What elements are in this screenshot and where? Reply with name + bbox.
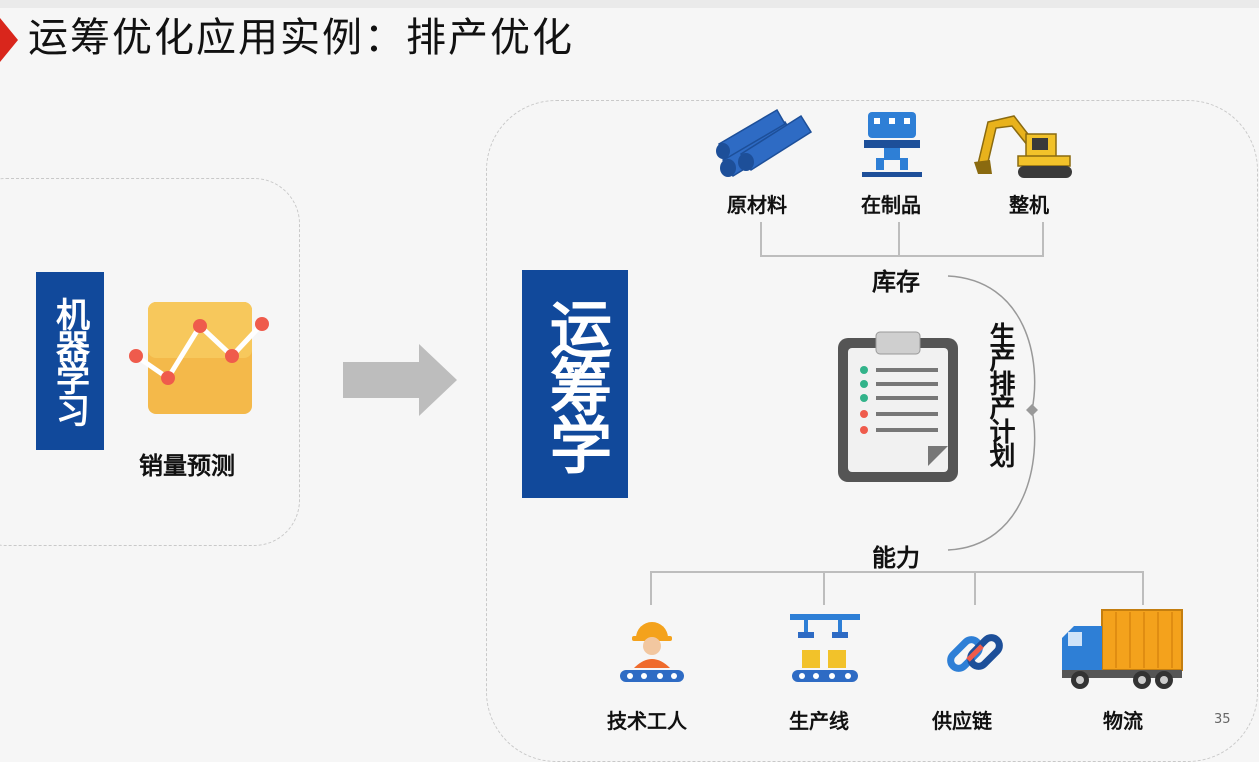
- raw-material-label: 原材料: [727, 193, 787, 217]
- connector-line: [1142, 571, 1144, 605]
- capacity-label: 能力: [872, 544, 920, 572]
- production-plan-label: 生产排产计划: [985, 322, 1015, 466]
- right-arrow-icon: [343, 344, 457, 416]
- curved-connector: [947, 275, 1038, 551]
- connector-line: [760, 222, 762, 256]
- title-marker: [0, 18, 18, 62]
- page-number: 35: [1214, 712, 1231, 727]
- inventory-label: 库存: [872, 268, 920, 296]
- connector-line: [650, 571, 652, 605]
- connector-line: [823, 571, 825, 605]
- ml-panel: [0, 178, 300, 546]
- production-line-icon: [790, 614, 860, 682]
- connector-line: [760, 255, 1044, 257]
- connector-line: [1042, 222, 1044, 256]
- truck-icon: [1062, 609, 1183, 689]
- connector-line: [650, 571, 1144, 573]
- line-chart-icon: [129, 302, 269, 414]
- supply-chain-label: 供应链: [932, 709, 992, 733]
- pipes-icon: [716, 108, 813, 178]
- wip-label: 在制品: [861, 193, 921, 217]
- production-line-label: 生产线: [789, 709, 849, 733]
- chain-link-icon: [947, 634, 1003, 672]
- sales-forecast-caption: 销量预测: [139, 452, 235, 480]
- clipboard-icon: [838, 331, 958, 482]
- logistics-label: 物流: [1103, 709, 1143, 733]
- ml-vertical-label: 机器学习: [36, 272, 104, 450]
- finished-machine-label: 整机: [1009, 193, 1049, 217]
- connector-line: [974, 571, 976, 605]
- page-title: 运筹优化应用实例：排产优化: [28, 15, 574, 61]
- skilled-workers-label: 技术工人: [607, 709, 687, 733]
- machine-part-icon: [862, 112, 922, 177]
- connector-line: [898, 222, 900, 256]
- excavator-icon: [974, 115, 1072, 178]
- or-vertical-label: 运筹学: [522, 270, 628, 498]
- worker-icon: [620, 622, 684, 682]
- top-bar: [0, 0, 1259, 8]
